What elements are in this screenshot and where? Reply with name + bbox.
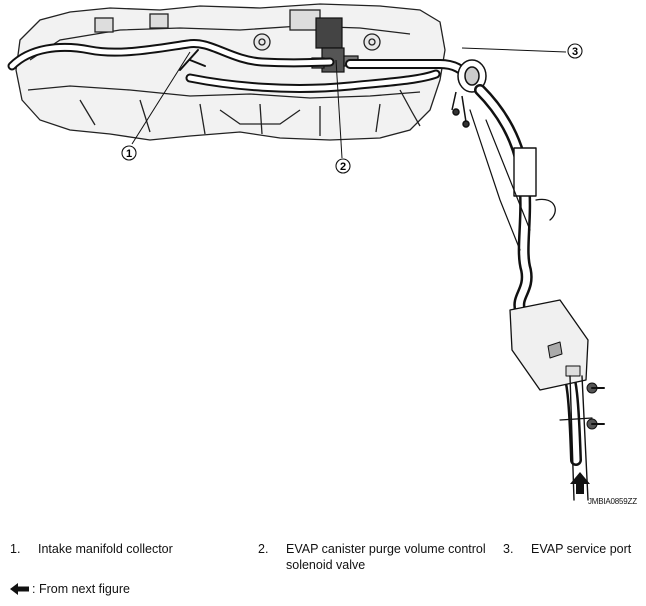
arrow-left-icon [10, 583, 29, 595]
legend-number: 3. [503, 542, 514, 556]
figure-code: JMBIA0859ZZ [588, 497, 637, 506]
legend-text: EVAP canister purge volume control solen… [286, 541, 506, 573]
legend-text: EVAP service port [531, 542, 632, 556]
svg-text:1: 1 [126, 148, 132, 160]
arrow-note: : From next figure [10, 582, 130, 596]
svg-text:3: 3 [572, 46, 578, 58]
legend-text: Intake manifold collector [38, 542, 173, 556]
callout-1: 1 [121, 145, 137, 161]
legend-number: 2. [258, 542, 269, 556]
svg-text:2: 2 [340, 161, 346, 173]
evap-service-port [451, 59, 487, 128]
callout-2: 2 [335, 158, 351, 174]
arrow-note-text: : From next figure [32, 582, 130, 596]
callout-leaders [131, 47, 567, 159]
legend-text-line-2: solenoid valve [286, 558, 366, 572]
legend-number: 1. [10, 542, 21, 556]
evap-hose-diagram: 1 2 3 [7, 3, 605, 501]
evap-hose-descending [469, 84, 605, 501]
intake-manifold-collector [15, 3, 446, 141]
callout-3: 3 [567, 43, 583, 59]
arrow-up-icon [570, 472, 590, 494]
legend-text-line-1: EVAP canister purge volume control [286, 542, 486, 556]
